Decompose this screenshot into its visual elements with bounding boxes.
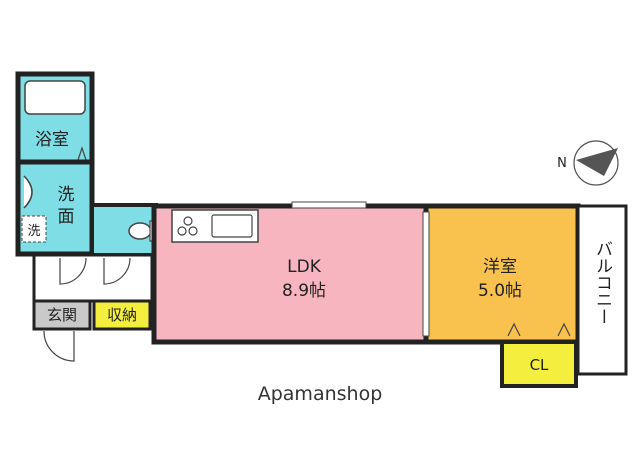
western-size: 5.0帖 bbox=[478, 281, 522, 301]
watermark: Apamanshop bbox=[258, 383, 383, 405]
washer-label: 洗 bbox=[27, 224, 40, 239]
stove-burner-icon bbox=[177, 226, 187, 236]
western-name: 洋室 bbox=[483, 257, 517, 277]
hall-door-arc-1 bbox=[59, 257, 87, 285]
storage bbox=[92, 299, 152, 331]
washer-space bbox=[21, 215, 47, 243]
entrance-label: 玄関 bbox=[47, 306, 77, 324]
entrance-floor bbox=[32, 299, 92, 331]
toilet-icon bbox=[128, 222, 152, 240]
stove-burner-icon bbox=[183, 216, 193, 226]
washroom-label-1: 洗 bbox=[58, 185, 75, 205]
sink-icon bbox=[211, 214, 253, 238]
window-ldk bbox=[291, 201, 367, 209]
washbasin-icon bbox=[23, 175, 33, 209]
balcony-label: バルコニー bbox=[592, 240, 612, 325]
compass-arrow-icon bbox=[573, 140, 619, 186]
storage-label: 収納 bbox=[107, 306, 137, 324]
ldk-name: LDK bbox=[287, 257, 322, 277]
hallway bbox=[32, 253, 154, 303]
bath-label: 浴室 bbox=[35, 130, 69, 150]
balcony bbox=[576, 204, 628, 376]
hall-door-arc-2 bbox=[103, 257, 131, 285]
bath-door-icon bbox=[77, 146, 87, 161]
stove-burner-icon bbox=[188, 226, 198, 236]
closet bbox=[500, 340, 578, 388]
bathtub bbox=[24, 80, 86, 115]
entrance-door-arc bbox=[43, 330, 75, 362]
partition-sliding-door bbox=[422, 211, 430, 337]
ldk-size: 8.9帖 bbox=[282, 281, 326, 301]
cl-door-icon bbox=[507, 322, 571, 337]
washroom-label-2: 面 bbox=[58, 207, 75, 227]
closet-label: CL bbox=[530, 356, 549, 374]
compass-north-label: N bbox=[557, 156, 567, 171]
